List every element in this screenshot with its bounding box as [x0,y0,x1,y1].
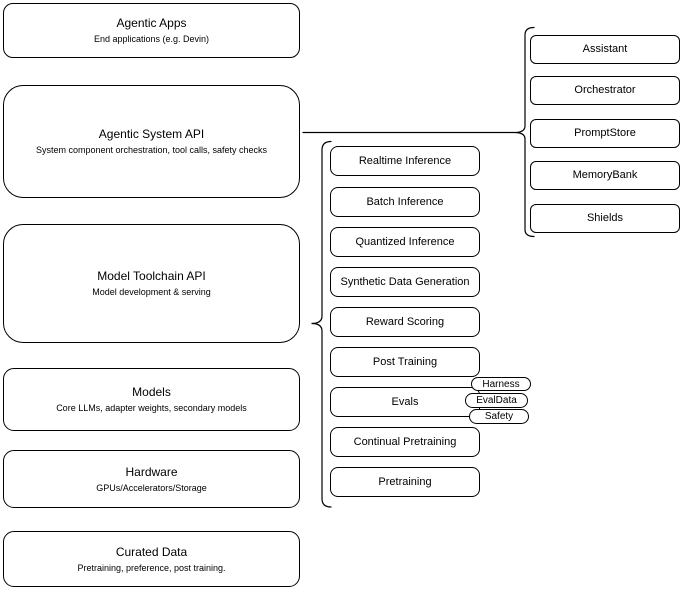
node-curated-data: Curated Data Pretraining, preference, po… [3,531,300,587]
node-shields: Shields [530,204,680,233]
pill-evaldata: EvalData [465,393,528,408]
node-continual-pretraining: Continual Pretraining [330,427,480,457]
node-quantized-inference: Quantized Inference [330,227,480,257]
node-reward-scoring: Reward Scoring [330,307,480,337]
node-subtitle: GPUs/Accelerators/Storage [96,482,207,493]
node-orchestrator: Orchestrator [530,76,680,105]
node-assistant: Assistant [530,35,680,64]
node-agentic-apps: Agentic Apps End applications (e.g. Devi… [3,3,300,58]
node-title: Agentic Apps [116,16,187,30]
node-pretraining: Pretraining [330,467,480,497]
node-subtitle: Core LLMs, adapter weights, secondary mo… [56,403,247,413]
node-post-training: Post Training [330,347,480,377]
node-hardware: Hardware GPUs/Accelerators/Storage [3,450,300,508]
node-evals: Evals [330,387,480,417]
node-batch-inference: Batch Inference [330,187,480,217]
node-title: Agentic System API [98,127,205,141]
node-subtitle: Pretraining, preference, post training. [77,562,226,573]
node-synthetic-data-generation: Synthetic Data Generation [330,267,480,297]
node-title: Hardware [125,464,178,479]
node-title: Model Toolchain API [97,269,206,283]
node-model-toolchain-api: Model Toolchain API Model development & … [3,224,300,343]
toolchain-bracket [311,140,332,508]
node-realtime-inference: Realtime Inference [330,146,480,176]
node-subtitle: Model development & serving [92,287,211,297]
pill-harness: Harness [471,377,531,391]
node-subtitle: System component orchestration, tool cal… [35,145,268,155]
node-subtitle: End applications (e.g. Devin) [93,34,210,44]
node-title: Curated Data [115,544,188,559]
node-agentic-system-api: Agentic System API System component orch… [3,85,300,198]
node-promptstore: PromptStore [530,119,680,148]
node-title: Models [132,385,171,399]
pill-safety: Safety [469,409,529,424]
node-memorybank: MemoryBank [530,161,680,190]
node-models: Models Core LLMs, adapter weights, secon… [3,368,300,431]
